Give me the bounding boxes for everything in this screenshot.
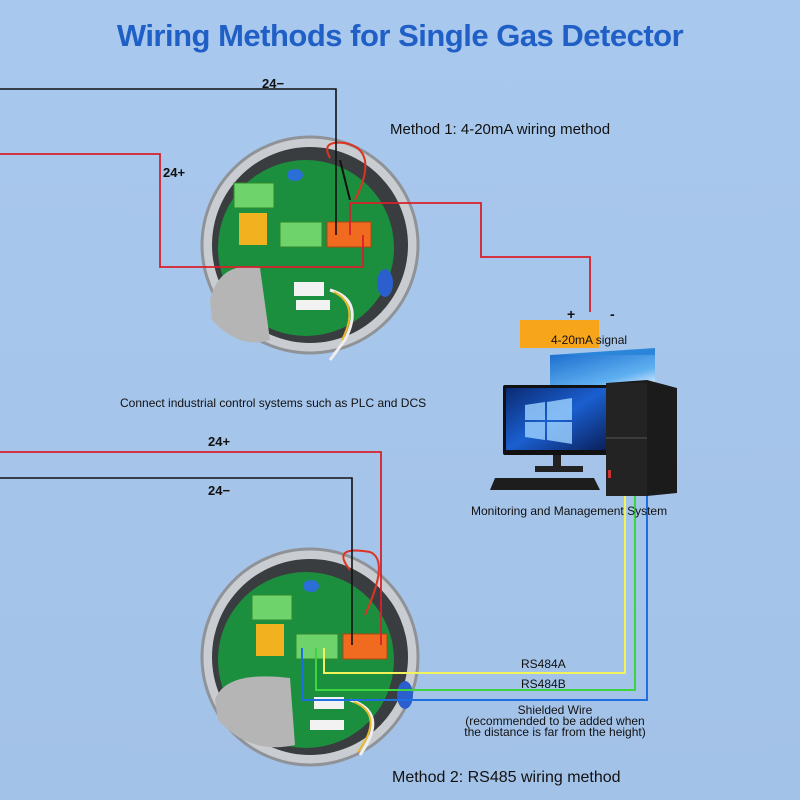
- wire-shield: [301, 495, 648, 701]
- system-label: Monitoring and Management System: [471, 504, 668, 518]
- wire-rs484b: [315, 495, 636, 691]
- label-24-negative-method2: 24−: [208, 483, 231, 498]
- signal-minus-label: -: [610, 306, 615, 322]
- connector: [314, 697, 344, 709]
- rs484b-label: RS484B: [521, 677, 566, 691]
- wire-24-negative-method1: [0, 88, 337, 235]
- sensor-cable: [333, 291, 351, 341]
- internal-cable: [326, 141, 367, 201]
- wire-signal-method1: [349, 202, 591, 312]
- gas-detector-2: [200, 547, 420, 767]
- ribbon-cable: [210, 266, 270, 343]
- varistor: [377, 269, 393, 297]
- monitor-base: [535, 466, 583, 472]
- connector: [310, 720, 344, 730]
- connector: [294, 282, 324, 296]
- relay-terminal: [251, 594, 293, 621]
- power-terminal: [279, 221, 323, 248]
- signal-label: 4-20mA signal: [551, 333, 628, 347]
- shielded-wire-line2: (recommended to be added when: [465, 714, 645, 728]
- signal-terminal: [326, 221, 372, 248]
- relay: [239, 213, 267, 245]
- monitor-stand: [553, 455, 561, 467]
- page-title: Wiring Methods for Single Gas Detector: [116, 18, 684, 53]
- rs484a-label: RS484A: [521, 657, 566, 671]
- internal-cable: [339, 159, 351, 201]
- method2-heading: Method 2: RS485 wiring method: [392, 769, 621, 786]
- label-24-positive-method2: 24+: [208, 434, 231, 449]
- monitoring-computer: [490, 348, 677, 496]
- capacitor: [287, 169, 303, 181]
- signal-plus-label: +: [567, 306, 576, 322]
- wire-rs484a: [323, 495, 626, 674]
- shielded-wire-note: Shielded Wire (recommended to be added w…: [420, 703, 690, 739]
- wire-24-positive-method2: [0, 451, 382, 645]
- plc-dcs-note: Connect industrial control systems such …: [120, 396, 427, 410]
- label-24-positive-method1: 24+: [163, 165, 186, 180]
- wire-24-negative-method2: [0, 477, 353, 645]
- varistor: [397, 681, 413, 709]
- signal-box: [520, 320, 599, 348]
- gas-detector-1: [200, 135, 420, 361]
- shielded-wire-line1: Shielded Wire: [517, 703, 593, 717]
- label-24-negative-method1: 24−: [262, 76, 285, 91]
- ribbon-cable: [215, 676, 295, 748]
- windows-logo: [525, 402, 545, 420]
- internal-cable: [342, 549, 380, 616]
- connector: [296, 300, 330, 310]
- power-terminal: [342, 633, 388, 660]
- shielded-wire-line3: the distance is far from the height): [464, 725, 646, 739]
- wire-24-positive-method1: [0, 153, 364, 268]
- keyboard: [490, 478, 600, 490]
- relay-terminal: [233, 182, 275, 209]
- capacitor: [303, 580, 319, 592]
- sensor-cable: [353, 701, 372, 753]
- method1-heading: Method 1: 4-20mA wiring method: [390, 121, 611, 138]
- relay: [256, 624, 284, 656]
